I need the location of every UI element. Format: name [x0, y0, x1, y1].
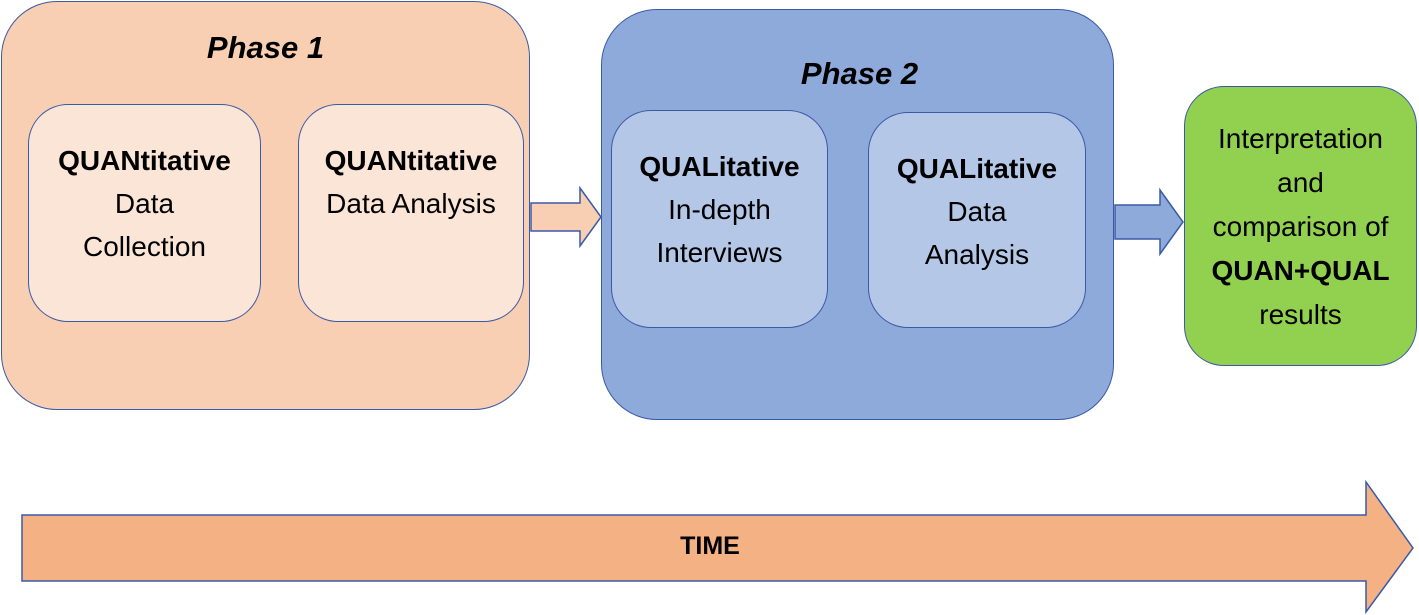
box-line: Interviews	[656, 237, 783, 268]
arrow-phase1-to-phase2	[530, 185, 602, 249]
box-heading: QUANtitative	[324, 145, 498, 176]
box-line: comparison of	[1212, 211, 1389, 242]
quantitative-data-collection-box: QUANtitative Data Collection	[28, 104, 261, 322]
box-heading: QUALitative	[896, 153, 1058, 184]
arrow-phase2-to-interpretation	[1114, 187, 1184, 257]
phase-1-title: Phase 1	[206, 30, 325, 65]
box-line: Collection	[83, 231, 206, 262]
box-line: and	[1277, 167, 1324, 198]
box-heading: QUANtitative	[58, 145, 231, 176]
box-line: Data Analysis	[326, 188, 496, 219]
quantitative-data-analysis-box: QUANtitative Data Analysis	[298, 104, 524, 322]
box-line: Data	[114, 188, 175, 219]
box-line: In-depth	[668, 194, 771, 225]
box-line: Interpretation	[1218, 123, 1383, 154]
box-line: results	[1259, 299, 1342, 330]
time-arrow	[21, 479, 1414, 615]
box-heading: QUAN+QUAL	[1211, 255, 1390, 286]
phase-2-title: Phase 2	[800, 56, 919, 91]
time-label: TIME	[680, 532, 740, 560]
qualitative-interviews-box: QUALitative In-depth Interviews	[611, 110, 828, 328]
box-heading: QUALitative	[639, 151, 800, 182]
box-line: Data	[947, 196, 1007, 227]
box-line: Analysis	[924, 239, 1030, 270]
interpretation-box: Interpretation and comparison of QUAN+QU…	[1184, 86, 1417, 366]
qualitative-data-analysis-box: QUALitative Data Analysis	[868, 112, 1086, 328]
